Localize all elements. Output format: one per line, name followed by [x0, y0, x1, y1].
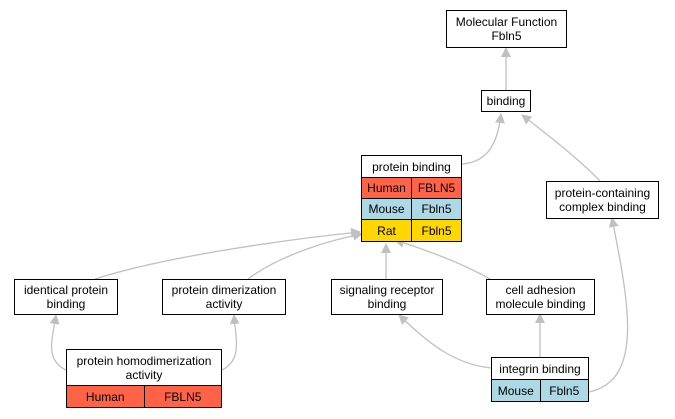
edge-cell-adhesion-to-protein-binding: [394, 237, 491, 280]
species-cell: Mouse: [362, 199, 411, 219]
species-row-human: Human FBLN5: [67, 386, 221, 407]
edge-dimerization-to-protein-binding: [247, 230, 363, 280]
node-protein-containing-complex-binding[interactable]: protein-containing complex binding: [546, 181, 659, 219]
gene-cell: Fbln5: [411, 199, 461, 219]
node-molecular-function[interactable]: Molecular Function Fbln5: [446, 10, 567, 48]
node-protein-dimerization-activity[interactable]: protein dimerization activity: [162, 279, 286, 315]
node-label: identical protein binding: [23, 283, 109, 311]
species-cell: Human: [67, 386, 144, 407]
node-integrin-binding[interactable]: integrin binding Mouse Fbln5: [491, 357, 589, 402]
species-cell: Mouse: [492, 380, 540, 401]
node-label: integrin binding: [492, 358, 588, 380]
edge-homodimerization-to-dimerization: [221, 314, 240, 371]
species-row-mouse: Mouse Fbln5: [362, 199, 461, 220]
edge-integrin-to-complex-binding: [588, 217, 629, 393]
species-cell: Human: [362, 178, 411, 198]
node-binding[interactable]: binding: [481, 90, 531, 112]
species-row-rat: Rat Fbln5: [362, 220, 461, 241]
node-label: protein-containing complex binding: [554, 186, 651, 214]
node-cell-adhesion-molecule-binding[interactable]: cell adhesion molecule binding: [486, 279, 595, 315]
edge-integrin-to-signaling: [398, 314, 492, 369]
node-label: protein binding: [362, 156, 461, 178]
node-label: signaling receptor binding: [339, 283, 435, 311]
node-signaling-receptor-binding[interactable]: signaling receptor binding: [331, 279, 443, 315]
node-protein-binding[interactable]: protein binding Human FBLN5 Mouse Fbln5 …: [361, 155, 462, 242]
edge-complex-binding-to-binding: [521, 114, 601, 182]
species-row-mouse: Mouse Fbln5: [492, 380, 588, 401]
gene-cell: Fbln5: [411, 220, 461, 241]
node-label: cell adhesion molecule binding: [495, 283, 586, 311]
species-cell: Rat: [362, 220, 411, 241]
edge-protein-binding-to-binding: [461, 113, 505, 165]
node-label: binding: [486, 94, 526, 108]
node-protein-homodimerization-activity[interactable]: protein homodimerization activity Human …: [66, 349, 222, 408]
edge-identical-to-protein-binding: [94, 227, 361, 280]
node-identical-protein-binding[interactable]: identical protein binding: [14, 279, 118, 315]
edge-homodimerization-to-identical: [49, 314, 67, 371]
node-label: protein dimerization activity: [171, 283, 277, 311]
node-label: protein homodimerization activity: [67, 350, 221, 386]
gene-cell: FBLN5: [411, 178, 461, 198]
node-label: Molecular Function Fbln5: [455, 15, 558, 43]
gene-cell: FBLN5: [143, 386, 221, 407]
gene-cell: Fbln5: [539, 380, 588, 401]
species-row-human: Human FBLN5: [362, 178, 461, 199]
